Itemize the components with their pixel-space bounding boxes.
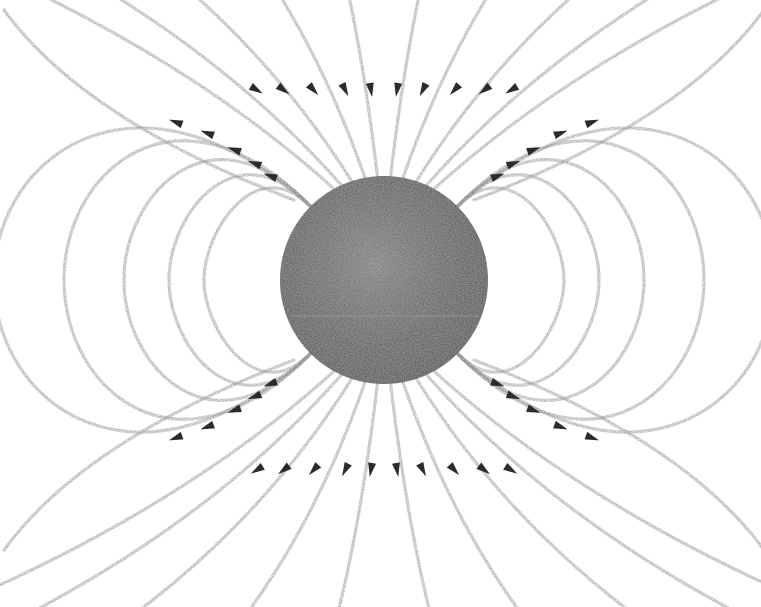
field-line-loop-right-5 [454,128,761,432]
field-arrow-24 [306,82,321,98]
field-arrow-32 [416,82,429,98]
field-line-polar-bottom-3 [140,372,356,607]
field-line-polar-bottom-8 [412,372,628,607]
field-line-polar-bottom-1 [0,372,333,607]
field-line-loop-left-4 [64,141,314,419]
field-arrow-17 [168,432,184,444]
field-line-polar-bottom-9 [424,372,732,607]
field-line-outer-left-bottom [4,360,294,550]
field-arrow-16 [168,116,184,128]
field-arrow-19 [585,432,601,444]
field-line-outer-right-top [474,10,761,200]
field-arrow-35 [447,462,462,478]
field-line-polar-bottom-2 [36,372,344,607]
field-line-loop-left-5 [0,128,314,432]
field-arrow-27 [338,462,351,478]
field-line-outer-right-bottom [474,360,761,550]
field-arrow-34 [447,82,462,98]
field-line-polar-top-4 [249,0,368,188]
field-line-polar-bottom-6 [389,372,429,607]
field-line-polar-bottom-5 [339,372,379,607]
field-arrow-18 [585,116,601,128]
field-arrow-25 [306,462,321,478]
planet-sphere [280,176,488,384]
field-line-polar-top-10 [435,0,761,188]
field-line-polar-bottom-10 [435,372,761,607]
field-arrow-33 [416,462,429,478]
field-line-outer-left-top [4,10,294,200]
field-arrow-26 [338,82,351,98]
field-line-polar-top-7 [400,0,519,188]
field-line-loop-right-4 [454,141,704,419]
